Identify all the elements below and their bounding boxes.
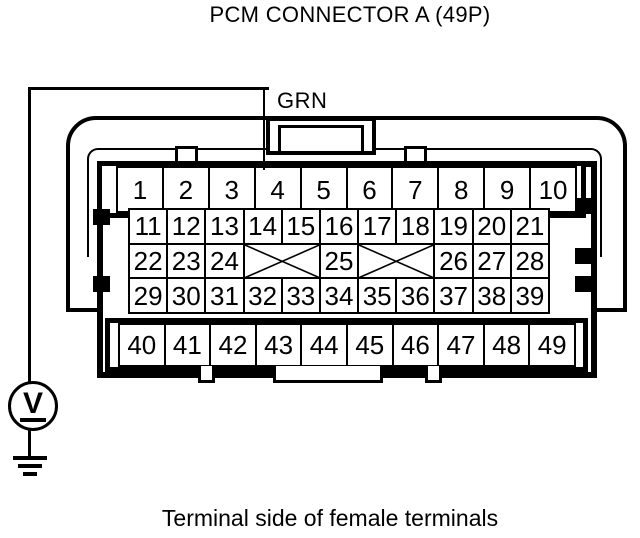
pin-10: 10 bbox=[530, 167, 576, 212]
pin-14: 14 bbox=[243, 209, 282, 244]
pin-47: 47 bbox=[438, 324, 484, 366]
pin-39: 39 bbox=[510, 278, 549, 313]
top-key-tab-left bbox=[175, 146, 198, 165]
key-block-right-2 bbox=[575, 248, 592, 264]
pin-27: 27 bbox=[472, 243, 511, 279]
pin-16: 16 bbox=[319, 209, 359, 244]
pin-22: 22 bbox=[129, 243, 168, 279]
x-cross-icon bbox=[359, 245, 433, 278]
wire-drop-to-pin-4 bbox=[263, 88, 265, 170]
page-title: PCM CONNECTOR A (49P) bbox=[209, 2, 491, 27]
pin-43: 43 bbox=[255, 324, 302, 366]
pin-24: 24 bbox=[205, 243, 244, 279]
blocked-slot-x bbox=[243, 243, 320, 279]
pin-36: 36 bbox=[396, 278, 435, 313]
pin-1: 1 bbox=[117, 167, 163, 212]
pin-5: 5 bbox=[300, 167, 347, 212]
bottom-tab-center bbox=[273, 366, 383, 383]
wire-segment-vertical bbox=[28, 87, 31, 383]
pin-11: 11 bbox=[129, 209, 168, 244]
pin-12: 12 bbox=[167, 209, 206, 244]
pin-row-5: 40 41 42 43 44 45 46 47 48 49 bbox=[105, 318, 588, 372]
pin-30: 30 bbox=[167, 278, 206, 313]
pin-26: 26 bbox=[434, 243, 473, 279]
key-block-left-2 bbox=[93, 276, 110, 292]
pin-31: 31 bbox=[205, 278, 244, 313]
key-block-right-1 bbox=[575, 198, 592, 214]
bottom-tab-left bbox=[198, 366, 215, 383]
pin-9: 9 bbox=[484, 167, 531, 212]
pin-23: 23 bbox=[167, 243, 206, 279]
pin-rows-middle: 11 12 13 14 15 16 17 18 19 20 21 22 23 2… bbox=[128, 208, 550, 314]
key-block-right-3 bbox=[575, 276, 592, 292]
pin-8: 8 bbox=[438, 167, 485, 212]
pin-48: 48 bbox=[483, 324, 530, 366]
pin-6: 6 bbox=[346, 167, 393, 212]
pin-3: 3 bbox=[208, 167, 255, 212]
pin-21: 21 bbox=[510, 209, 549, 244]
pin-20: 20 bbox=[472, 209, 511, 244]
voltmeter-underbar bbox=[20, 417, 46, 422]
key-block-left-1 bbox=[93, 209, 110, 225]
connector-latch-inner bbox=[278, 125, 364, 151]
pin-33: 33 bbox=[281, 278, 320, 313]
pin-32: 32 bbox=[243, 278, 282, 313]
wire-segment-horizontal bbox=[28, 87, 269, 90]
pin-18: 18 bbox=[396, 209, 435, 244]
pin-46: 46 bbox=[392, 324, 439, 366]
pin-42: 42 bbox=[210, 324, 256, 366]
blocked-slot-x bbox=[358, 243, 435, 279]
pin-7: 7 bbox=[392, 167, 439, 212]
pin-45: 45 bbox=[346, 324, 393, 366]
x-cross-icon bbox=[245, 245, 319, 278]
top-key-tab-right bbox=[404, 146, 427, 165]
pin-40: 40 bbox=[119, 324, 165, 366]
wire-to-ground bbox=[28, 424, 31, 457]
pin-25: 25 bbox=[319, 243, 359, 279]
pin-44: 44 bbox=[301, 324, 347, 366]
pin-15: 15 bbox=[281, 209, 320, 244]
pin-29: 29 bbox=[129, 278, 168, 313]
voltmeter-icon: V bbox=[8, 381, 58, 431]
bottom-tab-right bbox=[425, 366, 442, 383]
voltmeter-symbol: V bbox=[22, 386, 43, 420]
pin-41: 41 bbox=[164, 324, 211, 366]
pin-13: 13 bbox=[205, 209, 244, 244]
pin-35: 35 bbox=[358, 278, 397, 313]
pin-17: 17 bbox=[358, 209, 397, 244]
diagram-caption: Terminal side of female terminals bbox=[161, 505, 499, 531]
wire-color-label: GRN bbox=[277, 88, 328, 113]
pin-28: 28 bbox=[510, 243, 549, 279]
pin-38: 38 bbox=[472, 278, 511, 313]
pin-37: 37 bbox=[434, 278, 473, 313]
pin-34: 34 bbox=[319, 278, 359, 313]
pin-4: 4 bbox=[254, 167, 301, 212]
connector-latch bbox=[266, 117, 376, 155]
pin-19: 19 bbox=[434, 209, 473, 244]
pin-49: 49 bbox=[529, 324, 575, 366]
pin-2: 2 bbox=[162, 167, 209, 212]
